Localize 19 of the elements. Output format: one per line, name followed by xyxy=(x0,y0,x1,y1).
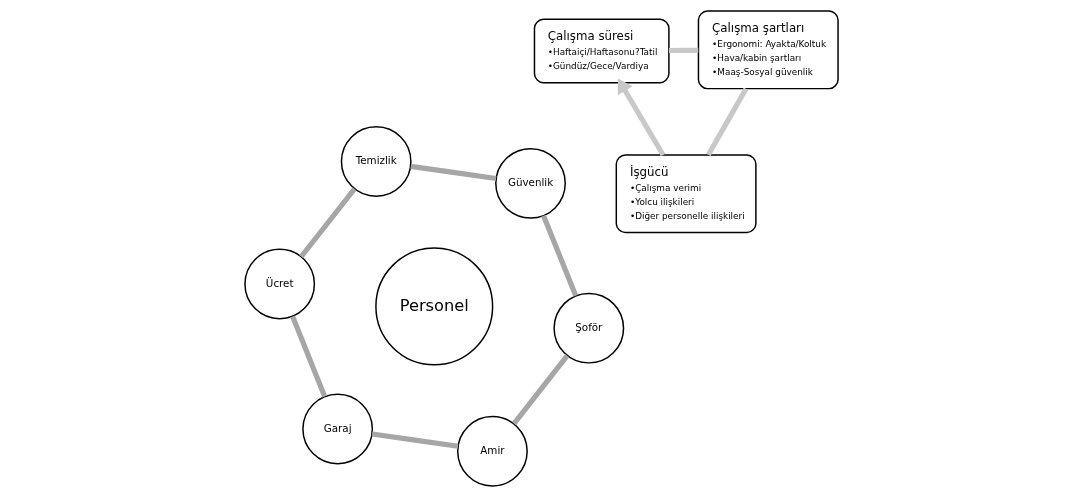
node-circle: Güvenlik xyxy=(495,147,566,219)
node-box: İşgücü •Çalışma verimi •Yolcu ilişkileri •Diğer personelle ilişkileri xyxy=(615,154,757,234)
connector xyxy=(299,187,357,259)
connector xyxy=(668,47,699,54)
connector xyxy=(706,87,749,157)
connector xyxy=(541,214,579,297)
node-box: Çalışma şartları •Ergonomi: Ayakta/Koltuk •Hava/kabin şartları •Maaş-Sosyal güvenlik xyxy=(697,10,839,90)
node-circle: Şoför xyxy=(553,292,625,364)
connector xyxy=(410,163,497,182)
node-circle: Temizlik xyxy=(340,126,412,197)
node-circle: Amir xyxy=(457,415,528,487)
arrow xyxy=(617,78,666,157)
connector xyxy=(290,315,328,398)
node-circle: Garaj xyxy=(302,393,374,465)
node-box: Çalışma süresi •Haftaiçi/Haftasonu?Tatil •Gündüz/Gece/Vardiya xyxy=(533,18,670,84)
node-circle: Personel xyxy=(375,247,494,366)
node-circle: Ücret xyxy=(244,248,316,320)
connector xyxy=(512,354,570,426)
connector xyxy=(371,431,459,449)
